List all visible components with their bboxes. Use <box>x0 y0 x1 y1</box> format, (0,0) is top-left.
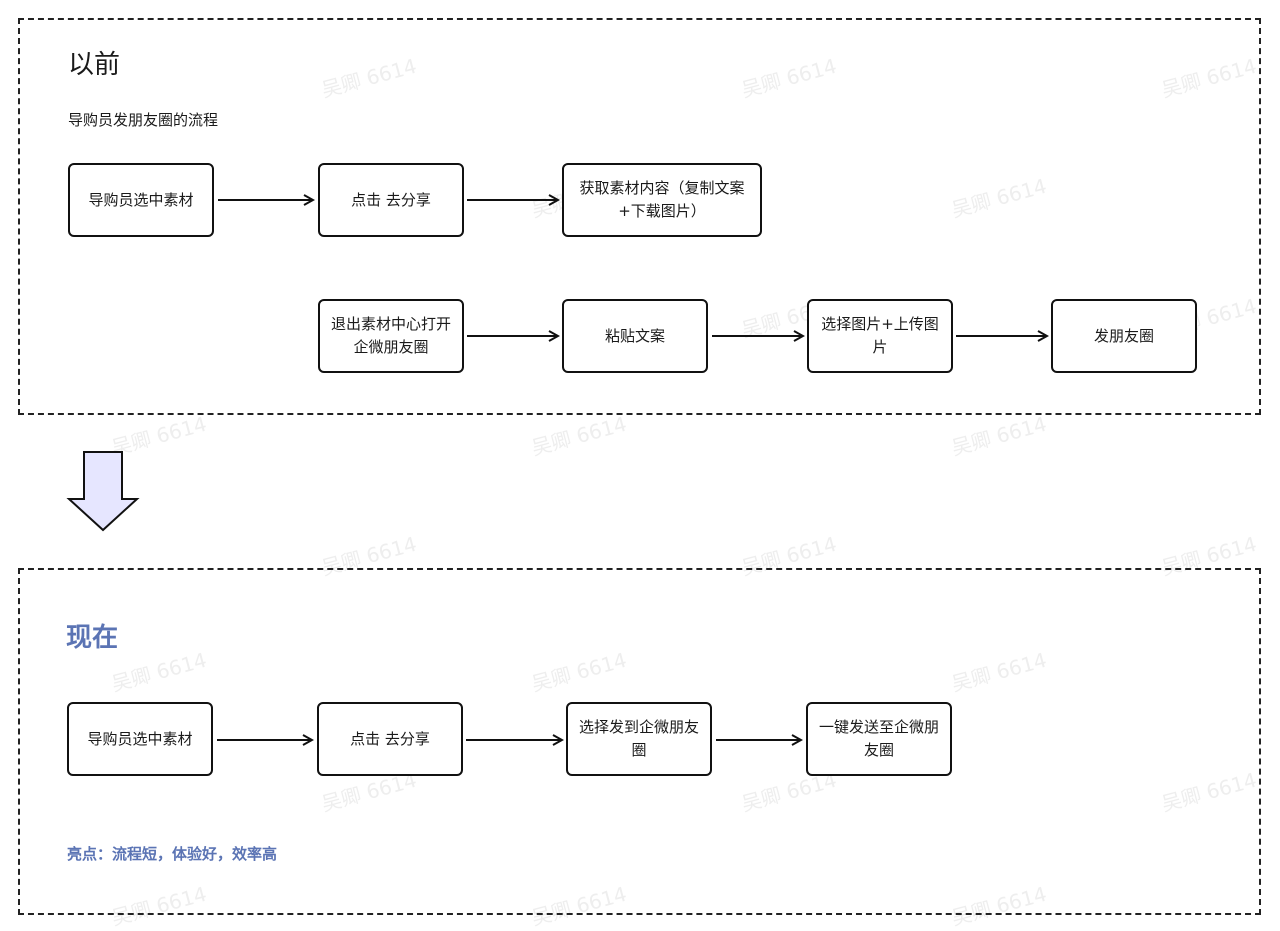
before-step-paste-copy: 粘贴文案 <box>562 299 708 373</box>
before-section-subtitle: 导购员发朋友圈的流程 <box>68 111 219 129</box>
step-label: 退出素材中心打开企微朋友圈 <box>330 315 451 356</box>
after-section-title: 现在 <box>66 623 119 653</box>
step-label: 选择发到企微朋友圈 <box>578 718 699 759</box>
watermark-text: 吴卿 6614 <box>528 411 630 461</box>
watermark-text: 吴卿 6614 <box>948 411 1050 461</box>
before-section-title: 以前 <box>68 50 121 80</box>
step-label: 导购员选中素材 <box>87 729 193 748</box>
step-label: 发朋友圈 <box>1093 326 1154 345</box>
after-step-one-click-send: 一键发送至企微朋友圈 <box>806 702 952 776</box>
after-step-choose-moments: 选择发到企微朋友圈 <box>566 702 712 776</box>
step-label: 粘贴文案 <box>604 326 665 345</box>
before-step-click-share: 点击 去分享 <box>318 163 464 237</box>
step-label: 点击 去分享 <box>351 190 431 209</box>
step-label: 一键发送至企微朋友圈 <box>818 718 939 759</box>
before-step-open-moments: 退出素材中心打开企微朋友圈 <box>318 299 464 373</box>
after-step-select-material: 导购员选中素材 <box>67 702 213 776</box>
transition-down-arrow-icon <box>66 451 140 532</box>
watermark-text: 吴卿 6614 <box>108 411 210 461</box>
step-label: 点击 去分享 <box>350 729 430 748</box>
before-section-frame <box>18 18 1261 415</box>
highlight-note: 亮点：流程短，体验好，效率高 <box>67 845 278 863</box>
after-step-click-share: 点击 去分享 <box>317 702 463 776</box>
before-step-post-moments: 发朋友圈 <box>1051 299 1197 373</box>
before-step-get-content: 获取素材内容（复制文案+下载图片） <box>562 163 762 237</box>
after-section-frame <box>18 568 1261 915</box>
before-step-select-material: 导购员选中素材 <box>68 163 214 237</box>
step-label: 选择图片+上传图片 <box>821 315 939 356</box>
before-step-upload-images: 选择图片+上传图片 <box>807 299 953 373</box>
step-label: 获取素材内容（复制文案+下载图片） <box>579 179 745 220</box>
step-label: 导购员选中素材 <box>88 190 194 209</box>
